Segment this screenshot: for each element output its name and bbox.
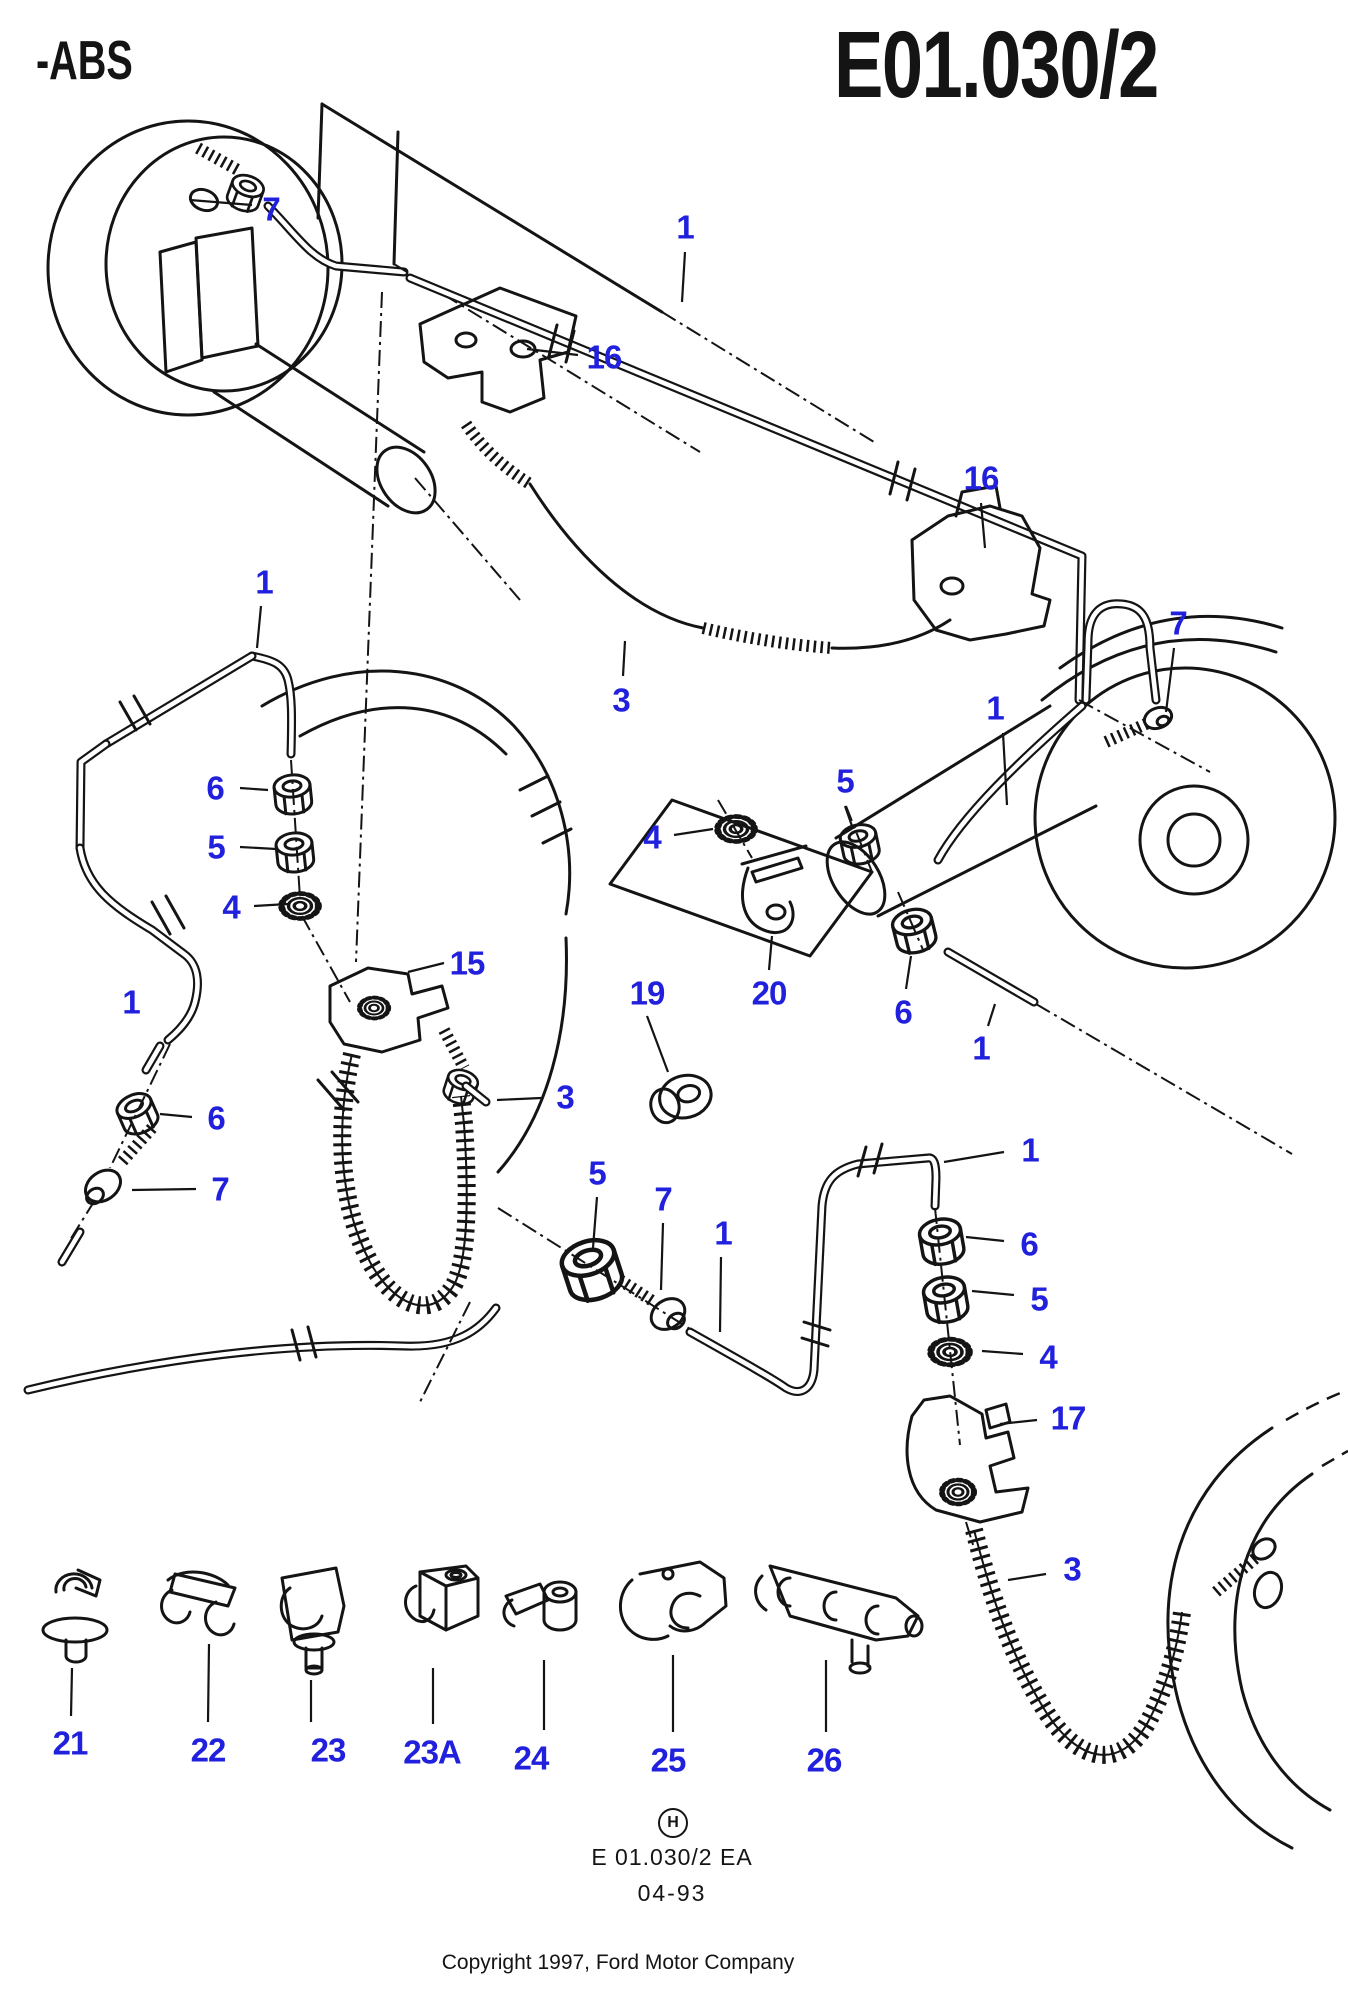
flex-hose-3-left <box>316 1027 491 1315</box>
page-title: E01.030/2 <box>834 12 1159 118</box>
pipe-1-right <box>933 701 1087 865</box>
cable-clip-20 <box>740 844 808 935</box>
clip-23-drawing <box>279 1566 346 1676</box>
rear-brake-drum-left <box>260 669 573 1174</box>
right-fastener-column <box>905 1207 1191 1764</box>
parking-brake-cable-assembly <box>418 286 1052 654</box>
stamp-h-icon: H <box>658 1808 688 1838</box>
bracket-15 <box>328 966 450 1054</box>
stamp-letter: H <box>667 1814 679 1831</box>
pipe-7-left-hook <box>263 201 409 277</box>
bracket-17 <box>905 1394 1030 1524</box>
sheet-code: E 01.030/2 EA <box>591 1844 753 1870</box>
clip-22-drawing <box>160 1570 237 1637</box>
clip-25-drawing <box>619 1560 728 1641</box>
grommet-19 <box>643 1068 718 1128</box>
clip-26-drawing <box>754 1564 924 1675</box>
pipe-1-lower-left <box>23 1301 501 1403</box>
date-code: 04-93 <box>637 1880 707 1906</box>
pipe-7-right-hook <box>1081 599 1161 705</box>
lower-pipe-assembly <box>497 1142 941 1396</box>
right-brake-booster <box>825 614 1337 970</box>
copyright-text: Copyright 1997, Ford Motor Company <box>441 1951 795 1974</box>
clip-24-drawing <box>502 1580 578 1632</box>
center-fasteners <box>608 798 1293 1155</box>
leader-lines <box>69 198 1176 1732</box>
axle-panel <box>316 102 875 963</box>
clip-23a-drawing <box>404 1564 480 1632</box>
left-pipe-assembly <box>57 651 351 1267</box>
variant-label: -ABS <box>36 29 133 91</box>
left-brake-booster <box>46 119 521 601</box>
clip-21-drawing <box>41 1568 109 1664</box>
rear-brake-drum-right <box>1166 1388 1348 1850</box>
